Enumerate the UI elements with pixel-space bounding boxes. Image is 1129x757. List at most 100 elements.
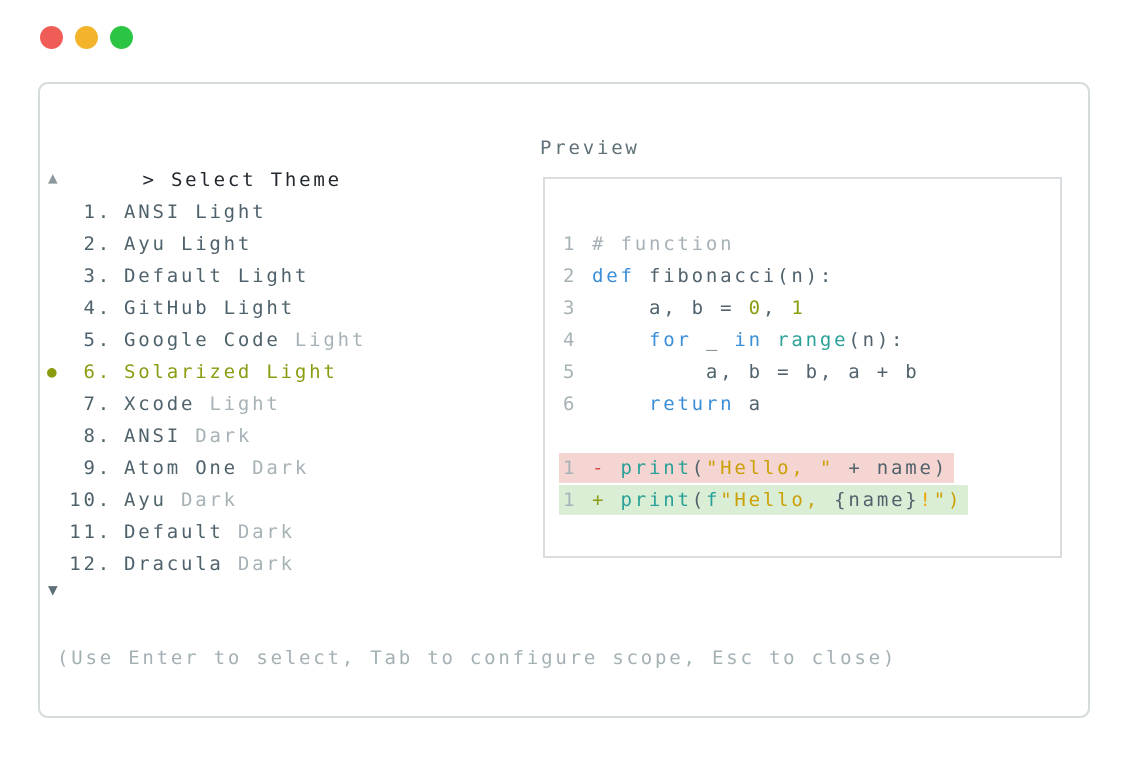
- line-number: 1: [563, 489, 578, 511]
- theme-list-item[interactable]: 10.Ayu Dark: [40, 484, 510, 516]
- maximize-button[interactable]: [110, 26, 133, 49]
- theme-list-item[interactable]: 7. Xcode Light: [40, 388, 510, 420]
- code-token: 0: [748, 297, 763, 319]
- theme-name: Ayu: [124, 489, 167, 511]
- theme-name: Default: [124, 265, 224, 287]
- theme-name: ANSI: [124, 425, 181, 447]
- theme-suffix: Light: [195, 393, 281, 415]
- code-token: a, b = b, a + b: [592, 361, 920, 383]
- code-token: + name): [834, 457, 949, 479]
- code-line-content: [559, 421, 598, 451]
- dialog-title: > Select Theme: [57, 132, 342, 228]
- theme-list-item[interactable]: 3. Default Light: [40, 260, 510, 292]
- theme-list-item[interactable]: 4. GitHub Light: [40, 292, 510, 324]
- theme-suffix: Light: [180, 201, 267, 223]
- theme-list-item[interactable]: 11.Default Dark: [40, 516, 510, 548]
- line-number: 1: [563, 457, 578, 479]
- theme-number: 7.: [83, 393, 112, 415]
- line-number: 2: [563, 265, 578, 287]
- theme-list-item[interactable]: 8.ANSI Dark: [40, 420, 510, 452]
- code-token: {name}: [834, 489, 920, 511]
- code-line: 6 return a: [563, 388, 1060, 420]
- code-token: range: [777, 329, 849, 351]
- theme-label: Ayu Light: [124, 228, 252, 260]
- code-token: in: [734, 329, 763, 351]
- theme-name: Default: [124, 521, 224, 543]
- code-token: ,: [762, 297, 792, 319]
- theme-suffix: Dark: [166, 489, 238, 511]
- code-line-added: 1+ print(f"Hello, {name}!"): [559, 484, 1060, 516]
- theme-suffix: Light: [223, 265, 310, 287]
- code-token: a, b =: [592, 297, 749, 319]
- code-line: 4 for _ in range(n):: [563, 324, 1060, 356]
- theme-name: Solarized: [124, 361, 253, 383]
- theme-list-item[interactable]: 5.Google Code Light: [40, 324, 510, 356]
- code-line-content: 1+ print(f"Hello, {name}!"): [559, 485, 969, 515]
- selected-bullet-icon: [47, 228, 69, 260]
- code-token: [592, 393, 649, 415]
- theme-number: 4.: [83, 297, 112, 319]
- theme-number: 2.: [83, 233, 112, 255]
- preview-label: Preview: [540, 137, 640, 159]
- code-token: !: [919, 489, 934, 511]
- code-line-content: 6 return a: [559, 389, 769, 419]
- theme-label: Ayu Dark: [124, 484, 238, 516]
- theme-suffix: Light: [209, 297, 295, 319]
- theme-suffix: Dark: [237, 457, 310, 479]
- theme-name: GitHub: [124, 297, 210, 319]
- code-token: (: [691, 489, 706, 511]
- theme-name: ANSI: [124, 201, 181, 223]
- code-token: 1: [791, 297, 806, 319]
- theme-number: 3.: [83, 265, 112, 287]
- line-number: 5: [563, 361, 578, 383]
- theme-suffix: Dark: [223, 553, 295, 575]
- code-token: a: [734, 393, 763, 415]
- code-token: "): [933, 489, 963, 511]
- selected-bullet-icon: [47, 292, 69, 324]
- selected-bullet-icon: [47, 420, 69, 452]
- selected-bullet-icon: [47, 388, 69, 420]
- line-number: 4: [563, 329, 578, 351]
- theme-picker-window: > Select Theme Preview ▲ 1. ANSI Light 2. A…: [38, 82, 1090, 718]
- scroll-up-indicator[interactable]: ▲: [48, 168, 58, 187]
- code-line-content: 5 a, b = b, a + b: [559, 357, 926, 387]
- scroll-down-indicator[interactable]: ▼: [48, 580, 58, 599]
- selected-bullet-icon: [47, 452, 69, 484]
- code-token: -: [592, 457, 621, 479]
- dialog-title-text: Select Theme: [170, 169, 342, 191]
- theme-suffix: Light: [166, 233, 253, 255]
- selected-bullet-icon: [47, 324, 69, 356]
- theme-suffix: Light: [252, 361, 338, 383]
- line-number: 6: [563, 393, 578, 415]
- minimize-button[interactable]: [75, 26, 98, 49]
- code-line-content: 1# function: [559, 229, 740, 259]
- theme-list-item[interactable]: 12.Dracula Dark: [40, 548, 510, 580]
- prompt-chevron: >: [142, 169, 157, 191]
- theme-list-item[interactable]: 1. ANSI Light: [40, 196, 510, 228]
- code-line: [563, 420, 1060, 452]
- theme-label: GitHub Light: [124, 292, 295, 324]
- code-token: _: [691, 329, 735, 351]
- theme-label: ANSI Light: [124, 196, 266, 228]
- theme-list-item[interactable]: ●6.Solarized Light: [40, 356, 510, 388]
- close-button[interactable]: [40, 26, 63, 49]
- theme-number: 1.: [83, 201, 112, 223]
- theme-list-item[interactable]: 2. Ayu Light: [40, 228, 510, 260]
- theme-name: Ayu: [124, 233, 167, 255]
- theme-name: Atom One: [124, 457, 238, 479]
- code-line-content: 3 a, b = 0, 1: [559, 293, 812, 323]
- code-token: print: [620, 457, 692, 479]
- code-line-content: 4 for _ in range(n):: [559, 325, 911, 355]
- theme-number: 12.: [69, 553, 112, 575]
- code-token: def: [592, 265, 635, 287]
- theme-list-item[interactable]: 9.Atom One Dark: [40, 452, 510, 484]
- line-number: 1: [563, 233, 578, 255]
- theme-label: ANSI Dark: [124, 420, 252, 452]
- theme-name: Xcode: [124, 393, 196, 415]
- code-token: (: [691, 457, 706, 479]
- theme-name: Google Code: [124, 329, 281, 351]
- theme-number: 5.: [83, 329, 112, 351]
